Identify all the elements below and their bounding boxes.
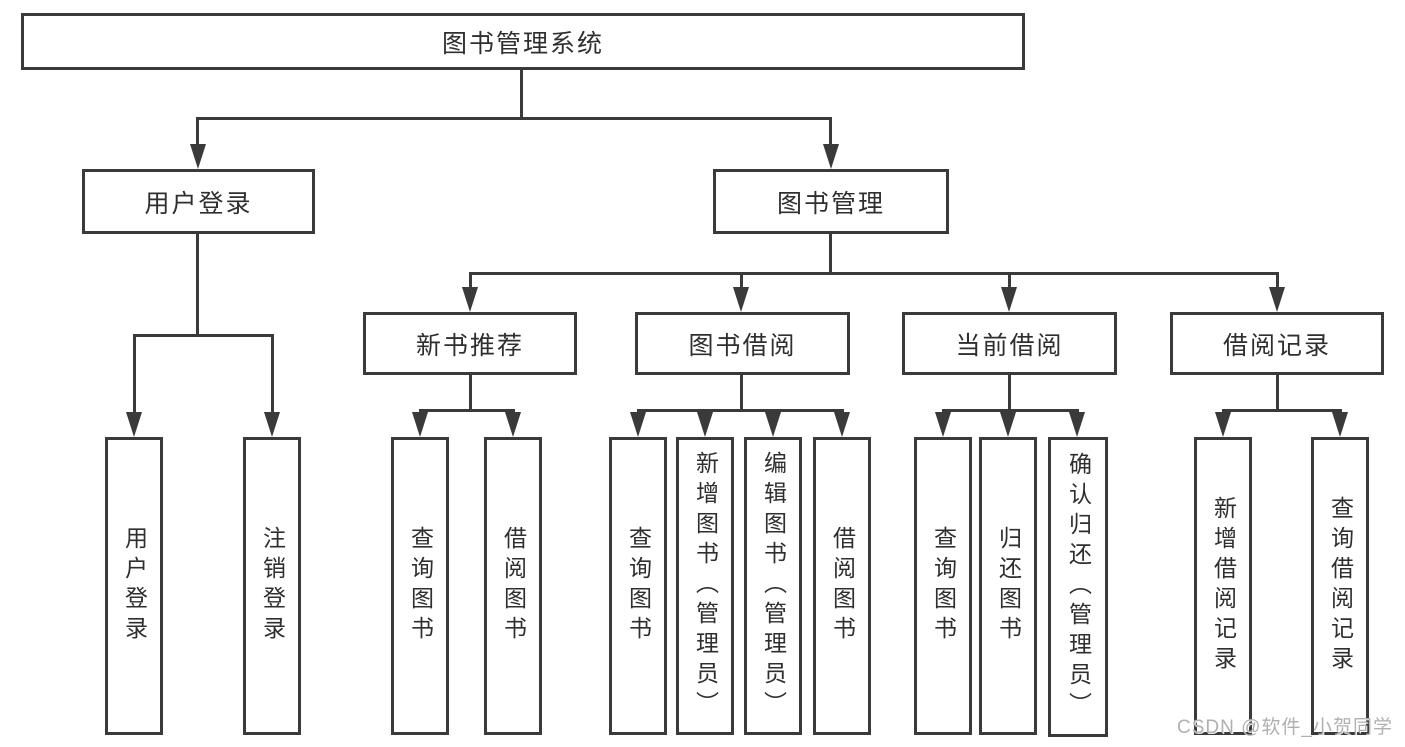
connector-current-down <box>1008 375 1011 412</box>
arrow-to-leaf-borrow-recommend <box>505 412 521 437</box>
leaf-borrow-books-recommend-label: 借阅图书 <box>500 526 527 646</box>
connector-recommend-hline <box>419 409 515 412</box>
leaf-query-books-current-label: 查询图书 <box>930 526 957 646</box>
leaf-borrow-books: 借阅图书 <box>813 437 871 735</box>
arrow-to-book-mgmt <box>823 144 839 169</box>
connector-stub-current <box>1008 272 1011 289</box>
connector-stub-records <box>1276 272 1279 289</box>
leaf-add-books-admin: 新增图书（管理员） <box>676 437 734 735</box>
connector-current-hline <box>942 409 1079 412</box>
arrow-to-leaf-login <box>126 412 142 437</box>
node-book-borrow: 图书借阅 <box>635 312 850 375</box>
leaf-add-borrow-record: 新增借阅记录 <box>1194 437 1252 735</box>
arrow-to-recommend <box>462 287 478 312</box>
arrow-to-leaf-add-books <box>697 412 713 437</box>
node-book-borrow-label: 图书借阅 <box>688 331 797 360</box>
arrow-to-leaf-logout <box>264 412 280 437</box>
leaf-query-books-borrow: 查询图书 <box>609 437 667 735</box>
arrow-to-leaf-add-record <box>1215 412 1231 437</box>
arrow-to-leaf-return-books <box>1000 412 1016 437</box>
connector-borrow-hline <box>637 409 843 412</box>
leaf-query-borrow-record-label: 查询借阅记录 <box>1327 496 1354 676</box>
node-current-borrow-label: 当前借阅 <box>955 331 1064 360</box>
connector-root-down <box>520 70 523 119</box>
leaf-query-books-recommend-label: 查询图书 <box>407 526 434 646</box>
connector-stub-recommend <box>469 272 472 289</box>
leaf-borrow-books-label: 借阅图书 <box>829 526 856 646</box>
leaf-query-books-recommend: 查询图书 <box>391 437 449 735</box>
leaf-edit-books-admin: 编辑图书（管理员） <box>744 437 802 735</box>
connector-user-login-hline <box>133 334 274 337</box>
leaf-logout: 注销登录 <box>243 437 301 735</box>
arrow-to-borrow <box>733 287 749 312</box>
arrow-to-leaf-query-record <box>1332 412 1348 437</box>
connector-recommend-down <box>469 375 472 412</box>
connector-root-hline <box>196 117 832 120</box>
leaf-user-login-label: 用户登录 <box>121 526 148 646</box>
connector-records-hline <box>1222 409 1342 412</box>
leaf-query-books-current: 查询图书 <box>914 437 972 735</box>
node-root-label: 图书管理系统 <box>441 29 604 58</box>
arrow-to-records <box>1269 287 1285 312</box>
leaf-logout-label: 注销登录 <box>259 526 286 646</box>
connector-stub-leaf-logout <box>271 334 274 414</box>
arrow-to-leaf-borrow-books <box>834 412 850 437</box>
connector-stub-borrow <box>740 272 743 289</box>
leaf-add-borrow-record-label: 新增借阅记录 <box>1210 496 1237 676</box>
leaf-return-books-label: 归还图书 <box>995 526 1022 646</box>
node-borrow-records-label: 借阅记录 <box>1222 331 1331 360</box>
node-user-login-label: 用户登录 <box>144 189 253 218</box>
leaf-query-borrow-record: 查询借阅记录 <box>1311 437 1369 735</box>
leaf-add-books-admin-label: 新增图书（管理员） <box>692 451 719 721</box>
node-new-book-recommend-label: 新书推荐 <box>415 331 524 360</box>
arrow-to-user-login <box>190 144 206 169</box>
connector-book-mgmt-hline <box>469 272 1279 275</box>
connector-stub-book-mgmt <box>829 117 832 146</box>
leaf-user-login: 用户登录 <box>105 437 163 735</box>
arrow-to-leaf-confirm-return <box>1069 412 1085 437</box>
connector-borrow-down <box>740 375 743 412</box>
leaf-edit-books-admin-label: 编辑图书（管理员） <box>760 451 787 721</box>
leaf-return-books: 归还图书 <box>979 437 1037 735</box>
connector-book-mgmt-down <box>829 234 832 275</box>
node-current-borrow: 当前借阅 <box>902 312 1117 375</box>
node-book-management: 图书管理 <box>713 169 949 234</box>
arrow-to-leaf-query-recommend <box>412 412 428 437</box>
connector-user-login-down <box>196 234 199 337</box>
leaf-confirm-return-admin-label: 确认归还（管理员） <box>1065 452 1092 722</box>
arrow-to-current <box>1001 287 1017 312</box>
arrow-to-leaf-query-current <box>935 412 951 437</box>
node-book-management-label: 图书管理 <box>776 189 885 218</box>
leaf-confirm-return-admin: 确认归还（管理员） <box>1048 437 1108 737</box>
watermark: CSDN @软件_小贺同学 <box>1177 717 1393 738</box>
leaf-query-books-borrow-label: 查询图书 <box>625 526 652 646</box>
node-root-system: 图书管理系统 <box>21 13 1025 70</box>
connector-stub-user-login <box>196 117 199 146</box>
connector-records-down <box>1276 375 1279 412</box>
arrow-to-leaf-query-borrow <box>630 412 646 437</box>
node-borrow-records: 借阅记录 <box>1170 312 1384 375</box>
leaf-borrow-books-recommend: 借阅图书 <box>484 437 542 735</box>
node-new-book-recommend: 新书推荐 <box>363 312 577 375</box>
node-user-login: 用户登录 <box>82 169 315 234</box>
connector-stub-leaf-login <box>133 334 136 414</box>
arrow-to-leaf-edit-books <box>765 412 781 437</box>
